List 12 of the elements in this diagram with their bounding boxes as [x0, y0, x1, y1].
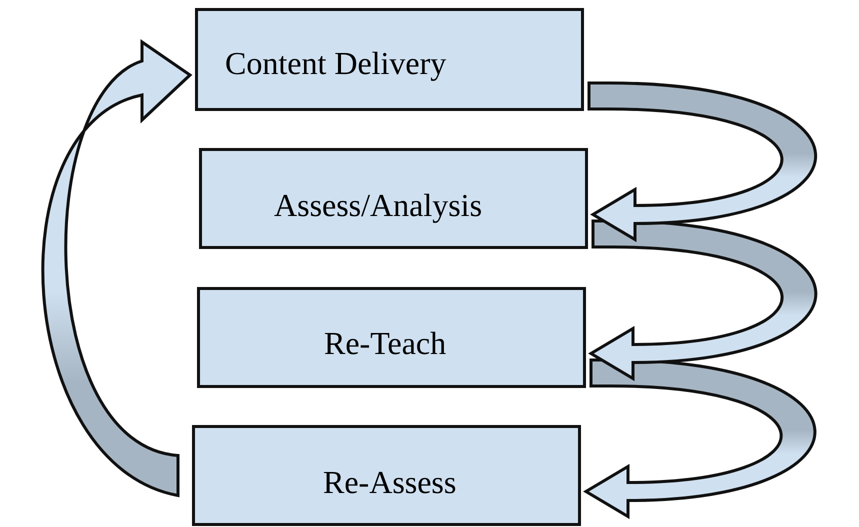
box-label: Content Delivery [225, 45, 446, 82]
box-label: Re-Assess [323, 464, 456, 501]
process-box [197, 287, 586, 388]
curved-arrow [584, 358, 816, 518]
process-box [195, 8, 584, 111]
curved-arrow [42, 40, 192, 497]
process-box [199, 148, 588, 249]
process-box [192, 425, 581, 526]
box-label: Re-Teach [324, 325, 446, 362]
box-label: Assess/Analysis [274, 187, 482, 224]
curved-arrow [588, 82, 817, 241]
curved-arrow [590, 220, 818, 380]
